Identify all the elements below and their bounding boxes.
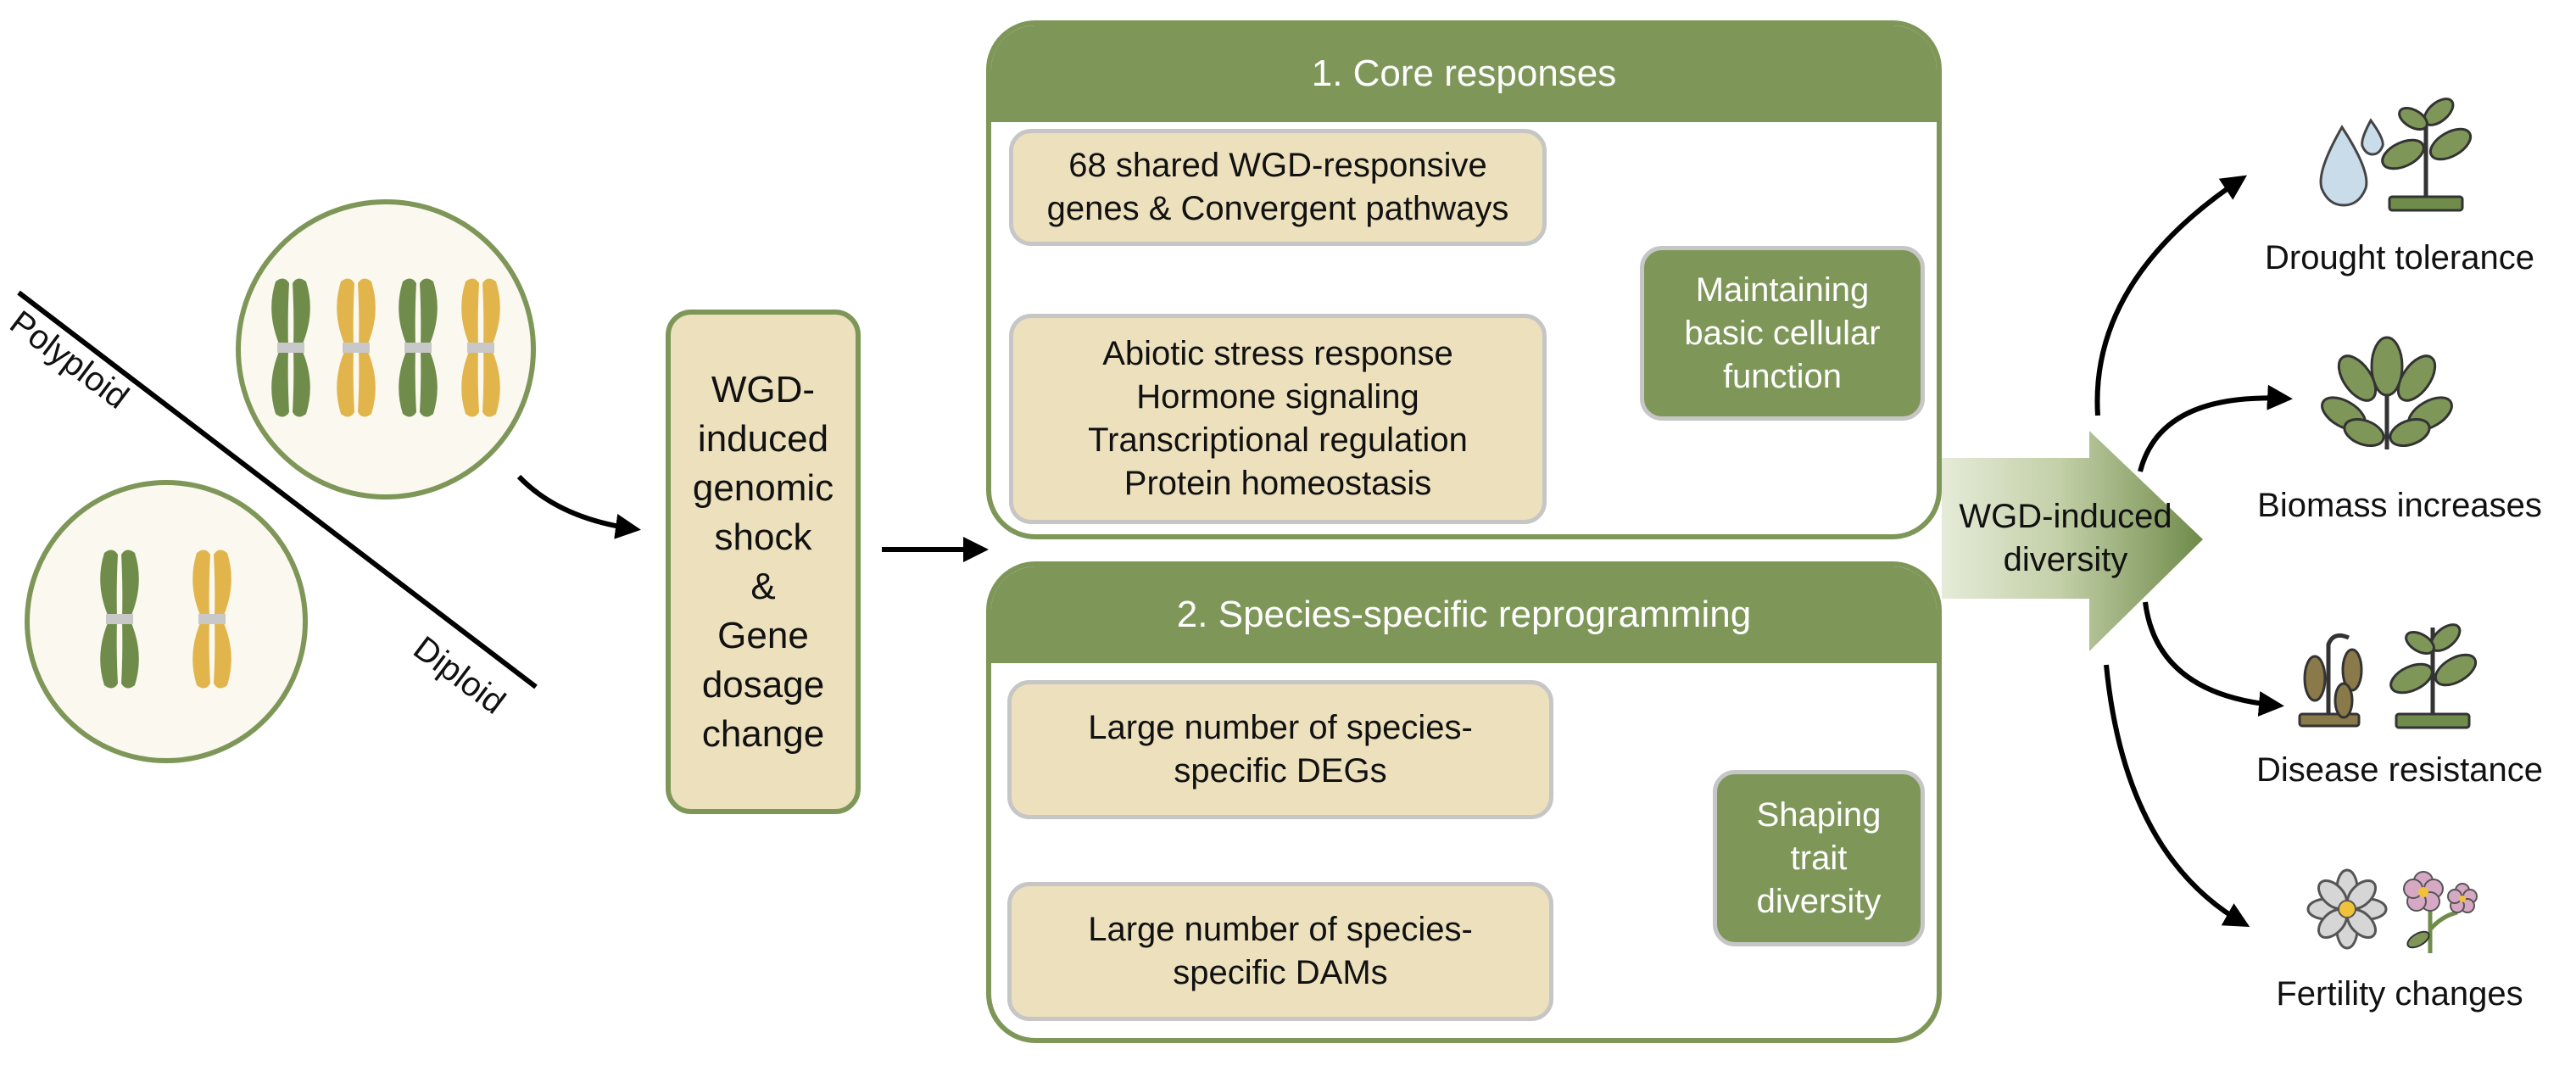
ploidy-divider [17,290,538,689]
shock-line: genomic [692,466,834,509]
shaping-line: diversity [1756,882,1882,920]
pathway-item: Transcriptional regulation [1088,421,1468,459]
outcome-disease-resistance: Disease resistance [2256,751,2543,789]
outcome-drought-tolerance: Drought tolerance [2265,239,2534,276]
wilted-plant-icon [2298,633,2363,728]
shaping-line: trait [1790,839,1848,877]
shock-line: induced [697,417,829,460]
dams_box: Large number of species- specific DAMs [1007,882,1553,1021]
seedling-icon [2389,623,2478,729]
diversity-label: WGD-induced diversity [1938,492,2193,585]
shock-line: shock [714,516,812,558]
maintaining-line: Maintaining [1695,271,1870,309]
maintaining-function-box: Maintaining basic cellular function [1640,246,1925,421]
diversity-arrow [1942,431,2203,651]
water-drop-icon [2319,118,2384,207]
diversity-line: WGD-induced [1959,498,2172,535]
shock-line: Gene [717,614,809,656]
species-specific-title: 2. Species-specific reprogramming [991,566,1937,663]
polyploid-cell [236,199,536,499]
flower-icon [2306,868,2388,950]
outcome-fertility-changes: Fertility changes [2276,975,2523,1013]
shaping-diversity-box: Shaping trait diversity [1713,770,1925,946]
genomic-shock-box: WGD- induced genomic shock & Gene dosage… [666,310,861,814]
shock-line: change [701,712,825,755]
shock-line: dosage [701,663,825,706]
seedling-icon [2381,98,2473,212]
degs-box: Large number of species- specific DEGs [1007,680,1553,819]
degs-line: specific DEGs [1174,752,1387,790]
pathways-box: Abiotic stress response Hormone signalin… [1009,314,1547,524]
diversity-line: diversity [2003,541,2128,578]
shock-line: WGD- [711,368,816,410]
pathway-item: Hormone signaling [1136,378,1419,416]
arrow-to-drought [2094,175,2247,416]
shared-genes-line: genes & Convergent pathways [1046,190,1509,227]
arrow-to-biomass [2138,384,2293,472]
bushy-plant-icon [2321,336,2453,449]
dams-line: specific DAMs [1173,954,1388,991]
outcome-biomass-increases: Biomass increases [2257,487,2542,524]
maintaining-line: basic cellular [1684,314,1881,352]
pathway-item: Protein homeostasis [1124,465,1432,502]
arrow-to-fertility [2104,664,2250,927]
pathway-item: Abiotic stress response [1102,335,1453,372]
maintaining-line: function [1722,357,1843,395]
arrow-to-disease [2143,601,2284,717]
degs-line: Large number of species- [1088,709,1473,746]
diploid-cell [25,480,308,763]
shared-genes-box: 68 shared WGD-responsive genes & Converg… [1009,129,1547,246]
arrow-polyploid-to-shock [516,474,641,539]
shared-genes-line: 68 shared WGD-responsive [1068,147,1487,184]
flower-icon [2403,871,2478,953]
shaping-line: Shaping [1756,795,1882,834]
dams-line: Large number of species- [1088,911,1473,948]
shock-line: & [750,565,776,607]
core-responses-title: 1. Core responses [991,25,1937,122]
